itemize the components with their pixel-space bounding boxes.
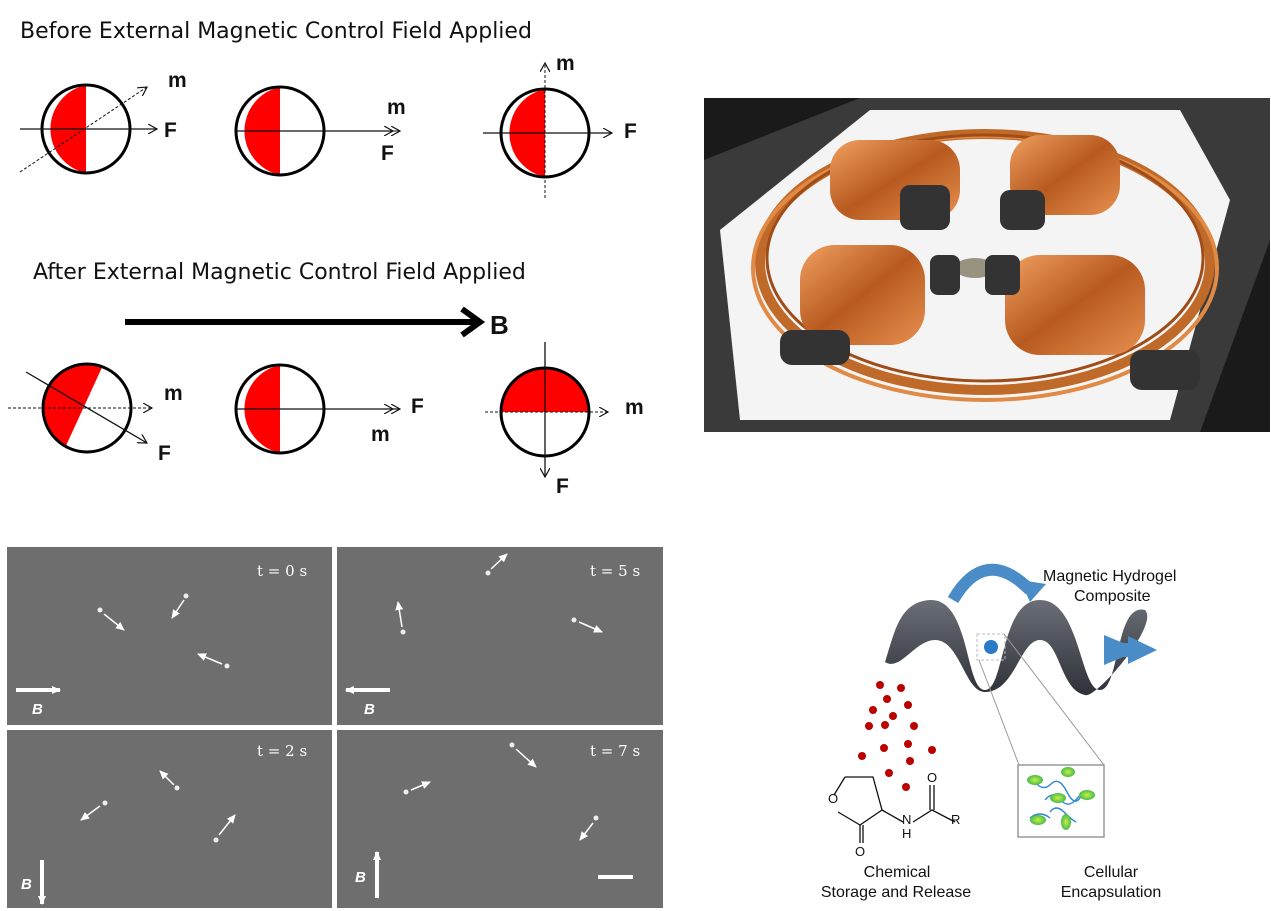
chem-label: Storage and Release	[821, 884, 971, 901]
moment-label: m	[387, 96, 406, 119]
field-label: B	[21, 876, 32, 893]
frame-time: t = 7 s	[590, 742, 640, 760]
frame-t2: t = 2 s B	[7, 730, 332, 908]
rotation-arrow	[947, 563, 1035, 604]
atom-r: R	[951, 812, 960, 827]
composite-label: Magnetic Hydrogel	[1043, 568, 1176, 585]
encapsulation-inset	[1017, 764, 1105, 838]
field-arrow: B	[125, 306, 509, 340]
after-title: After External Magnetic Control Field Ap…	[33, 260, 526, 285]
field-label: B	[32, 701, 43, 718]
particle-before-2: m F	[234, 85, 406, 177]
force-label: F	[556, 475, 569, 498]
field-label: B	[364, 701, 375, 718]
atom-n: N	[902, 812, 911, 827]
chemical-structure	[833, 776, 956, 843]
hydrogel-sheet	[885, 599, 1148, 696]
coil	[830, 140, 960, 230]
zoom-box	[976, 633, 1006, 661]
frame-t7: t = 7 s B	[337, 730, 663, 908]
particle-before-3: m F	[483, 52, 637, 198]
chem-label: Chemical	[864, 864, 931, 881]
coil	[985, 255, 1200, 390]
moment-label: m	[168, 69, 187, 92]
cell-label: Cellular	[1084, 864, 1139, 881]
force-label: F	[164, 119, 177, 142]
particle-after-1: m F	[8, 362, 183, 465]
release-molecules	[858, 681, 936, 791]
force-label: F	[411, 395, 424, 418]
moment-label: m	[164, 382, 183, 405]
frame-t5: t = 5 s B	[337, 547, 663, 725]
particle-before-1: m F	[19, 69, 187, 175]
atom-o: O	[828, 791, 838, 806]
atom-h: H	[902, 826, 911, 841]
atom-o: O	[927, 770, 937, 785]
moment-label: m	[371, 423, 390, 446]
coil	[1000, 135, 1120, 230]
moment-label: m	[556, 52, 575, 75]
force-label: F	[158, 442, 171, 465]
composite-label: Composite	[1074, 588, 1151, 605]
frame-time: t = 5 s	[590, 562, 640, 580]
particle-after-2: F m	[234, 363, 424, 455]
microscopy-frames: t = 0 s B t = 5 s B t = 2 s B	[7, 547, 663, 908]
moment-label: m	[625, 396, 644, 419]
before-title: Before External Magnetic Control Field A…	[20, 19, 532, 44]
field-label: B	[355, 869, 366, 886]
motion-arrow	[1104, 636, 1157, 664]
coil	[780, 245, 960, 365]
panel-magnetic-diagram: Before External Magnetic Control Field A…	[8, 19, 644, 498]
field-label: B	[490, 310, 509, 340]
hydrogel-schematic: Magnetic Hydrogel Composite O O O N H R	[821, 563, 1176, 901]
force-label: F	[624, 120, 637, 143]
force-label: F	[381, 142, 394, 165]
frame-t0: t = 0 s B	[7, 547, 332, 725]
frame-time: t = 0 s	[257, 562, 307, 580]
atom-o: O	[855, 844, 865, 859]
frame-time: t = 2 s	[257, 742, 307, 760]
particle-after-3: m F	[485, 342, 644, 498]
coil-apparatus-photo	[704, 98, 1270, 432]
cell-label: Encapsulation	[1061, 884, 1162, 901]
